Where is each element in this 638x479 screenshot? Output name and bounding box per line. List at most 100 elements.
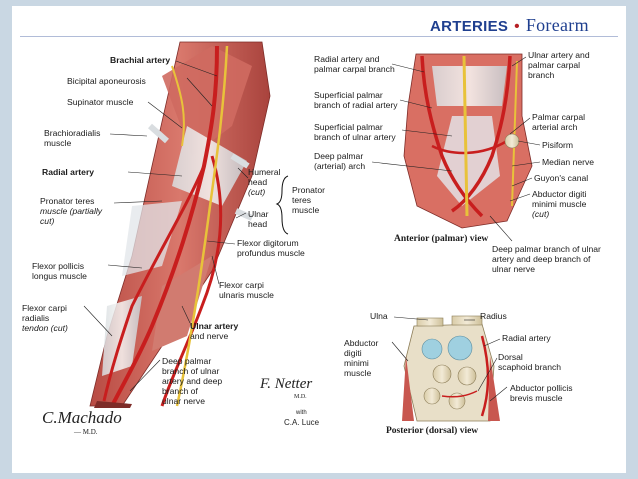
palmar-view-title: Anterior (palmar) view <box>394 234 489 244</box>
title-dot: • <box>514 18 520 35</box>
dorsal-leader-lines <box>391 316 508 402</box>
label-deep-branch-line3: ulnar nerve <box>492 264 535 274</box>
label-ulnar-carpal-line1: Ulnar artery and <box>528 50 590 60</box>
label-sup-radial-line1: Superficial palmar <box>314 90 383 100</box>
label-deep-palmar-branch-ulnar: Deep palmar branch of ulnar artery and d… <box>492 244 601 274</box>
label-sup-radial-line2: branch of radial artery <box>314 100 398 110</box>
title-rule <box>20 36 618 37</box>
pronator-brace <box>275 175 289 235</box>
label-humeral-head-line3: (cut) <box>248 187 266 197</box>
label-sup-ulnar-line1: Superficial palmar <box>314 122 383 132</box>
label-pronator-teres-line2: muscle (partially <box>40 206 102 216</box>
label-guyons-canal: Guyon's canal <box>534 173 589 183</box>
label-ulnar-palmar-carpal: Ulnar artery and palmar carpal branch <box>528 50 590 80</box>
label-pronator-group-line3: muscle <box>292 205 320 215</box>
label-palmar-carpal-arch: Palmar carpal arterial arch <box>532 112 585 132</box>
signature-netter: F. Netter <box>260 376 313 392</box>
label-abductor-line3: (cut) <box>532 209 550 219</box>
right-frame <box>626 0 638 479</box>
title-main: ARTERIES <box>430 18 509 35</box>
label-radius: Radius <box>480 311 507 321</box>
label-flexor-pollicis-line1: Flexor pollicis <box>32 261 85 271</box>
label-median-nerve: Median nerve <box>542 157 595 167</box>
label-abd-dm-line3: minimi <box>344 358 369 368</box>
label-brachioradialis: Brachioradialis muscle <box>44 128 100 148</box>
label-abductor-line1: Abductor digiti <box>532 189 587 199</box>
forearm-anterior-figure <box>89 41 271 408</box>
label-deep-palmar-line4: branch of <box>162 386 198 396</box>
label-flexor-carpi-ulnaris: Flexor carpi ulnaris muscle <box>219 280 274 300</box>
label-ulna: Ulna <box>370 311 388 321</box>
label-humeral-head-line1: Humeral <box>248 167 281 177</box>
label-fcr-line3: tendon (cut) <box>22 323 68 333</box>
label-deep-branch-line1: Deep palmar branch of ulnar <box>492 244 601 254</box>
label-deep-palmar-line2: branch of ulnar <box>162 366 220 376</box>
label-pronator-teres-line2-text: muscle (partially <box>40 206 103 216</box>
label-radial-artery-dorsal: Radial artery <box>502 333 551 343</box>
label-brachioradialis-line2: muscle <box>44 138 72 148</box>
label-abd-dm-line4: muscle <box>344 368 372 378</box>
label-fcr-line2: radialis <box>22 313 50 323</box>
label-ulnar-artery-line2: and nerve <box>190 331 229 341</box>
label-supinator-muscle: Supinator muscle <box>67 97 134 107</box>
label-abductor-digiti-minimi: Abductor digiti minimi muscle <box>344 338 378 378</box>
signature-machado-md: — M.D. <box>74 428 98 436</box>
label-ulnar-carpal-line2: palmar carpal <box>528 60 581 70</box>
label-sup-ulnar-line2: branch of ulnar artery <box>314 132 396 142</box>
signature-netter-md: M.D. <box>294 394 307 400</box>
label-deep-branch-line2: artery and deep branch of <box>492 254 591 264</box>
label-ulnar-head-line2: head <box>248 219 268 229</box>
label-abd-dm-line1: Abductor <box>344 338 379 348</box>
signature-machado: C.Machado <box>42 408 122 427</box>
label-abductor-pollicis-brevis: Abductor pollicis brevis muscle <box>510 383 573 403</box>
label-brachial-artery: Brachial artery <box>110 55 171 65</box>
title-subtitle: Forearm <box>525 15 589 35</box>
label-ulnar-head-line1: Ulnar <box>248 209 269 219</box>
label-dorsal-scaphoid-line2: scaphoid branch <box>498 362 562 372</box>
left-frame <box>0 0 12 479</box>
label-deep-palmar-line5: ulnar nerve <box>162 396 205 406</box>
label-radial-carpal-line2: palmar carpal branch <box>314 64 395 74</box>
label-ulnar-artery-nerve: Ulnar artery and nerve <box>190 321 238 341</box>
label-pronator-teres-line1: Pronator teres <box>40 196 95 206</box>
label-humeral-head: Humeral head (cut) <box>248 167 280 197</box>
label-brachioradialis-line1: Brachioradialis <box>44 128 101 138</box>
label-abd-dm-line2: digiti <box>344 348 362 358</box>
label-pisiform: Pisiform <box>542 140 574 150</box>
label-fdp-line2: profundus muscle <box>237 248 305 258</box>
label-radial-carpal-line1: Radial artery and <box>314 54 380 64</box>
label-palmar-arch-line2: arterial arch <box>532 122 578 132</box>
signature-with: with <box>296 410 307 416</box>
label-fcu-line2: ulnaris muscle <box>219 290 274 300</box>
label-ulnar-head: Ulnar head <box>248 209 269 229</box>
label-flexor-pollicis-line2: longus muscle <box>32 271 87 281</box>
label-abductor-digiti-minimi-cut: Abductor digiti minimi muscle (cut) <box>532 189 586 219</box>
label-abductor-line2: minimi muscle <box>532 199 587 209</box>
label-flexor-pollicis: Flexor pollicis longus muscle <box>32 261 87 281</box>
label-deep-palmar-line1: Deep palmar <box>162 356 212 366</box>
palmar-view-figure <box>403 53 533 229</box>
label-abd-pb-line1: Abductor pollicis <box>510 383 573 393</box>
dorsal-view-figure <box>402 315 500 422</box>
label-ulnar-carpal-line3: branch <box>528 70 555 80</box>
label-superficial-ulnar: Superficial palmar branch of ulnar arter… <box>314 122 396 142</box>
label-deep-palmar-line3: artery and deep <box>162 376 223 386</box>
label-superficial-radial: Superficial palmar branch of radial arte… <box>314 90 398 110</box>
label-deep-palmar-arch: Deep palmar (arterial) arch <box>314 151 365 171</box>
left-leader-lines <box>83 60 249 392</box>
label-fcu-line1: Flexor carpi <box>219 280 264 290</box>
label-bicipital-aponeurosis: Bicipital aponeurosis <box>67 76 146 86</box>
label-deep-arch-line2: (arterial) arch <box>314 161 366 171</box>
anatomy-illustration <box>83 41 541 422</box>
label-fdp-line1: Flexor digitorum <box>237 238 299 248</box>
label-deep-arch-line1: Deep palmar <box>314 151 364 161</box>
label-radial-artery: Radial artery <box>42 167 95 177</box>
label-pronator-teres-cut: Pronator teres muscle (partially cut) <box>40 196 102 226</box>
label-flexor-digitorum-profundus: Flexor digitorum profundus muscle <box>237 238 305 258</box>
label-humeral-head-line2: head <box>248 177 268 187</box>
label-abd-pb-line2: brevis muscle <box>510 393 563 403</box>
dorsal-view-title: Posterior (dorsal) view <box>386 426 479 436</box>
label-flexor-carpi-radialis: Flexor carpi radialis tendon (cut) <box>22 303 68 333</box>
label-dorsal-scaphoid-line1: Dorsal <box>498 352 523 362</box>
label-pronator-teres-group: Pronator teres muscle <box>292 185 325 215</box>
